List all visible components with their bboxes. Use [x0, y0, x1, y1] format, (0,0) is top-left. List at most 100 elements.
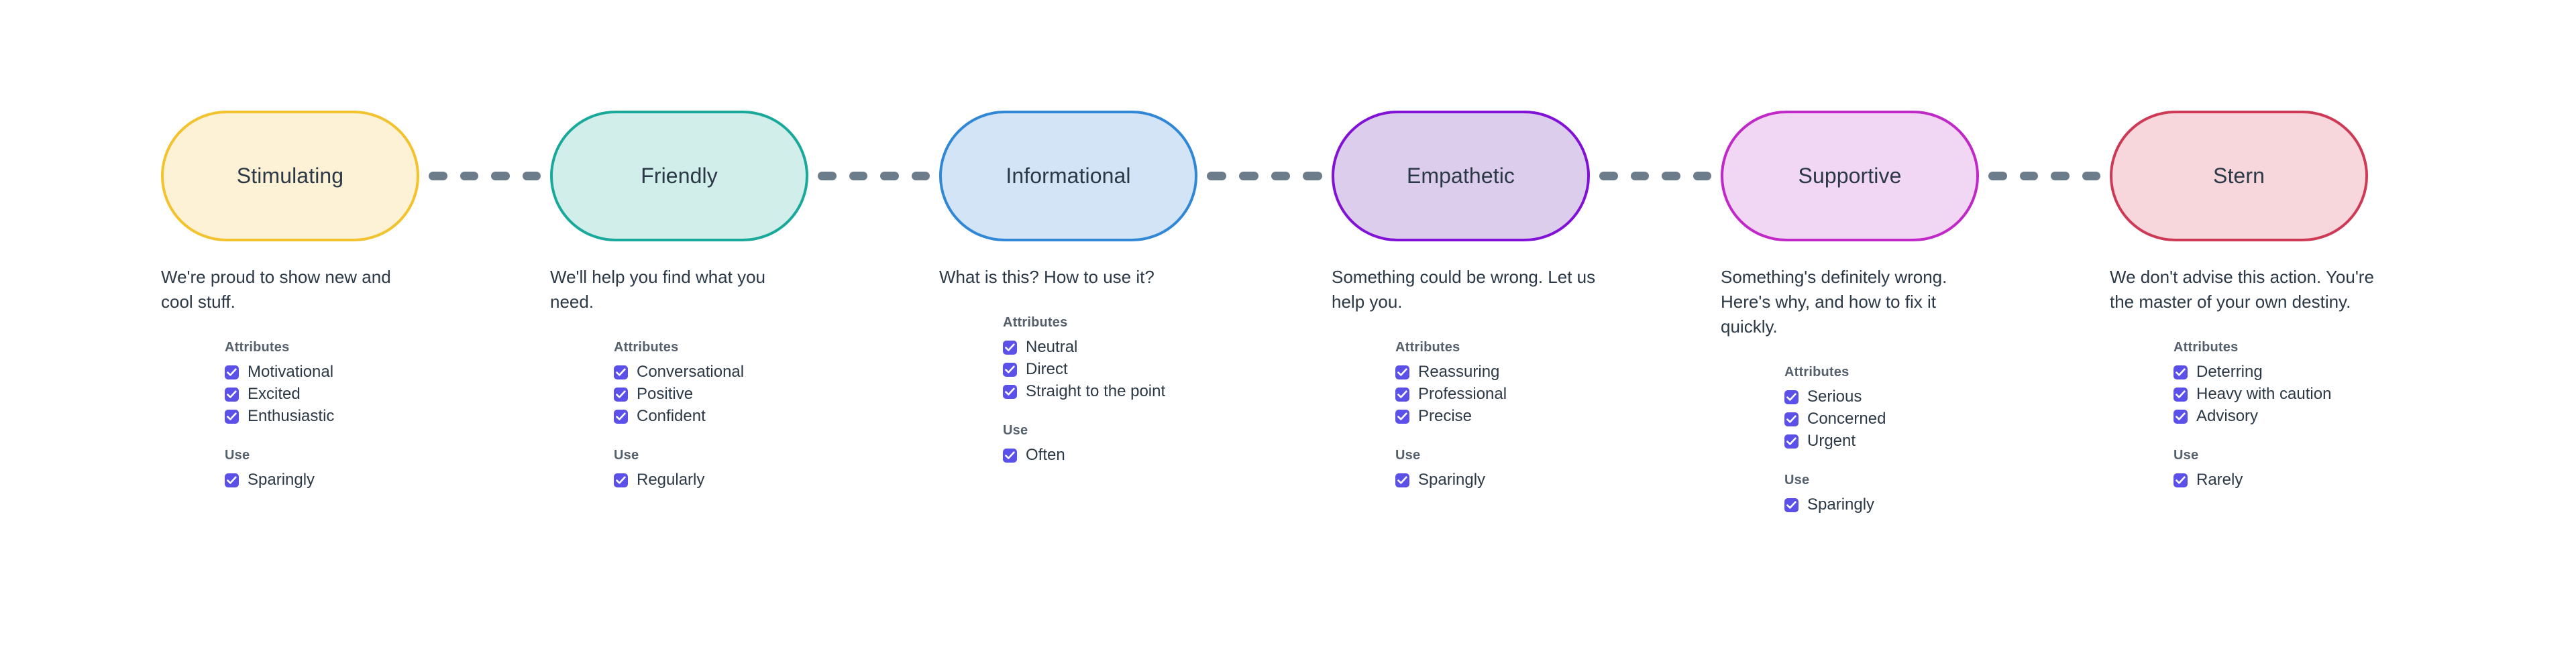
tone-description: Something's definitely wrong. Here's why…	[1721, 267, 1947, 337]
attributes-group-title: Attributes	[1003, 314, 1068, 330]
checkbox-checked-icon[interactable]	[225, 409, 239, 424]
use-group-title: Use	[1784, 472, 1810, 487]
checkbox-checked-icon[interactable]	[225, 365, 239, 379]
checkbox-row[interactable]: Regularly	[614, 469, 808, 491]
checkbox-row[interactable]: Motivational	[225, 361, 419, 384]
checkbox-label: Professional	[1418, 385, 1507, 404]
checkbox-row[interactable]: Neutral	[1003, 337, 1197, 359]
checkbox-checked-icon[interactable]	[2174, 387, 2188, 402]
checkbox-checked-icon[interactable]	[225, 473, 239, 487]
tone-pill[interactable]: Informational	[939, 111, 1197, 241]
checkbox-row[interactable]: Serious	[1784, 386, 1979, 408]
dash-segment	[491, 171, 510, 180]
dash-segment	[818, 171, 837, 180]
attributes-group-title: Attributes	[225, 339, 290, 355]
checkbox-checked-icon[interactable]	[225, 387, 239, 402]
checkbox-checked-icon[interactable]	[1395, 387, 1409, 402]
checkbox-row[interactable]: Professional	[1395, 384, 1590, 406]
checkbox-label: Sparingly	[248, 471, 315, 489]
checkbox-row[interactable]: Excited	[225, 384, 419, 406]
dash-segment	[2082, 171, 2100, 180]
dash-segment	[1662, 171, 1680, 180]
dash-segment	[880, 171, 899, 180]
checkbox-checked-icon[interactable]	[614, 409, 628, 424]
checkbox-checked-icon[interactable]	[1784, 434, 1799, 449]
dash-segment	[1630, 171, 1649, 180]
checkbox-row[interactable]: Rarely	[2174, 469, 2368, 491]
checkbox-checked-icon[interactable]	[1003, 362, 1017, 377]
checkbox-row[interactable]: Heavy with caution	[2174, 384, 2368, 406]
attributes-group-title: Attributes	[2174, 339, 2239, 355]
checkbox-row[interactable]: Positive	[614, 384, 808, 406]
checkbox-checked-icon[interactable]	[1003, 448, 1017, 463]
tone-pill-label: Empathetic	[1406, 164, 1515, 188]
dash-segment	[2051, 171, 2070, 180]
checkbox-row[interactable]: Sparingly	[225, 469, 419, 491]
checkbox-checked-icon[interactable]	[2174, 365, 2188, 379]
tone-pill[interactable]: Friendly	[550, 111, 808, 241]
checkbox-label: Advisory	[2196, 407, 2259, 426]
checkbox-checked-icon[interactable]	[1395, 409, 1409, 424]
checkbox-checked-icon[interactable]	[1784, 412, 1799, 426]
checkbox-row[interactable]: Advisory	[2174, 406, 2368, 428]
checkbox-checked-icon[interactable]	[2174, 473, 2188, 487]
checkbox-checked-icon[interactable]	[1784, 390, 1799, 404]
checkbox-label: Heavy with caution	[2196, 385, 2332, 404]
tone-pill[interactable]: Stern	[2110, 111, 2368, 241]
checkbox-row[interactable]: Sparingly	[1784, 494, 1979, 516]
checkbox-label: Serious	[1807, 388, 1862, 406]
use-group-title: Use	[614, 447, 639, 463]
checkbox-row[interactable]: Deterring	[2174, 361, 2368, 384]
checkbox-label: Motivational	[248, 363, 334, 381]
checkbox-checked-icon[interactable]	[614, 365, 628, 379]
checkbox-row[interactable]: Concerned	[1784, 408, 1979, 430]
checkbox-row[interactable]: Sparingly	[1395, 469, 1590, 491]
checkbox-label: Sparingly	[1807, 495, 1875, 514]
dash-segment	[2019, 171, 2038, 180]
checkbox-label: Positive	[637, 385, 694, 404]
tone-pill-label: Stern	[2213, 164, 2265, 188]
dash-segment	[849, 171, 867, 180]
checkbox-row[interactable]: Direct	[1003, 359, 1197, 381]
checkbox-row[interactable]: Reassuring	[1395, 361, 1590, 384]
checkbox-checked-icon[interactable]	[2174, 409, 2188, 424]
checkbox-checked-icon[interactable]	[614, 387, 628, 402]
dash-segment	[522, 171, 541, 180]
tone-pill[interactable]: Empathetic	[1332, 111, 1590, 241]
checkbox-row[interactable]: Conversational	[614, 361, 808, 384]
checkbox-checked-icon[interactable]	[1003, 340, 1017, 355]
use-group-title: Use	[1003, 422, 1028, 438]
checkbox-checked-icon[interactable]	[614, 473, 628, 487]
checkbox-row[interactable]: Precise	[1395, 406, 1590, 428]
checkbox-label: Conversational	[637, 363, 745, 381]
dashed-line-icon	[429, 171, 541, 180]
tone-pill[interactable]: Stimulating	[161, 111, 419, 241]
checkbox-checked-icon[interactable]	[1784, 497, 1799, 512]
checkbox-row[interactable]: Often	[1003, 445, 1197, 467]
tone-pill[interactable]: Supportive	[1721, 111, 1979, 241]
checkbox-row[interactable]: Enthusiastic	[225, 406, 419, 428]
checkbox-checked-icon[interactable]	[1003, 384, 1017, 399]
checkbox-label: Deterring	[2196, 363, 2263, 381]
tone-description: We don't advise this action. You're the …	[2110, 267, 2374, 312]
checkbox-label: Direct	[1026, 360, 1068, 379]
checkbox-checked-icon[interactable]	[1395, 473, 1409, 487]
dash-segment	[911, 171, 930, 180]
checkbox-row[interactable]: Straight to the point	[1003, 381, 1197, 403]
dash-segment	[1988, 171, 2007, 180]
checkbox-label: Straight to the point	[1026, 382, 1166, 401]
checkbox-checked-icon[interactable]	[1395, 365, 1409, 379]
dash-segment	[1693, 171, 1711, 180]
checkbox-row[interactable]: Confident	[614, 406, 808, 428]
checkbox-row[interactable]: Urgent	[1784, 430, 1979, 453]
